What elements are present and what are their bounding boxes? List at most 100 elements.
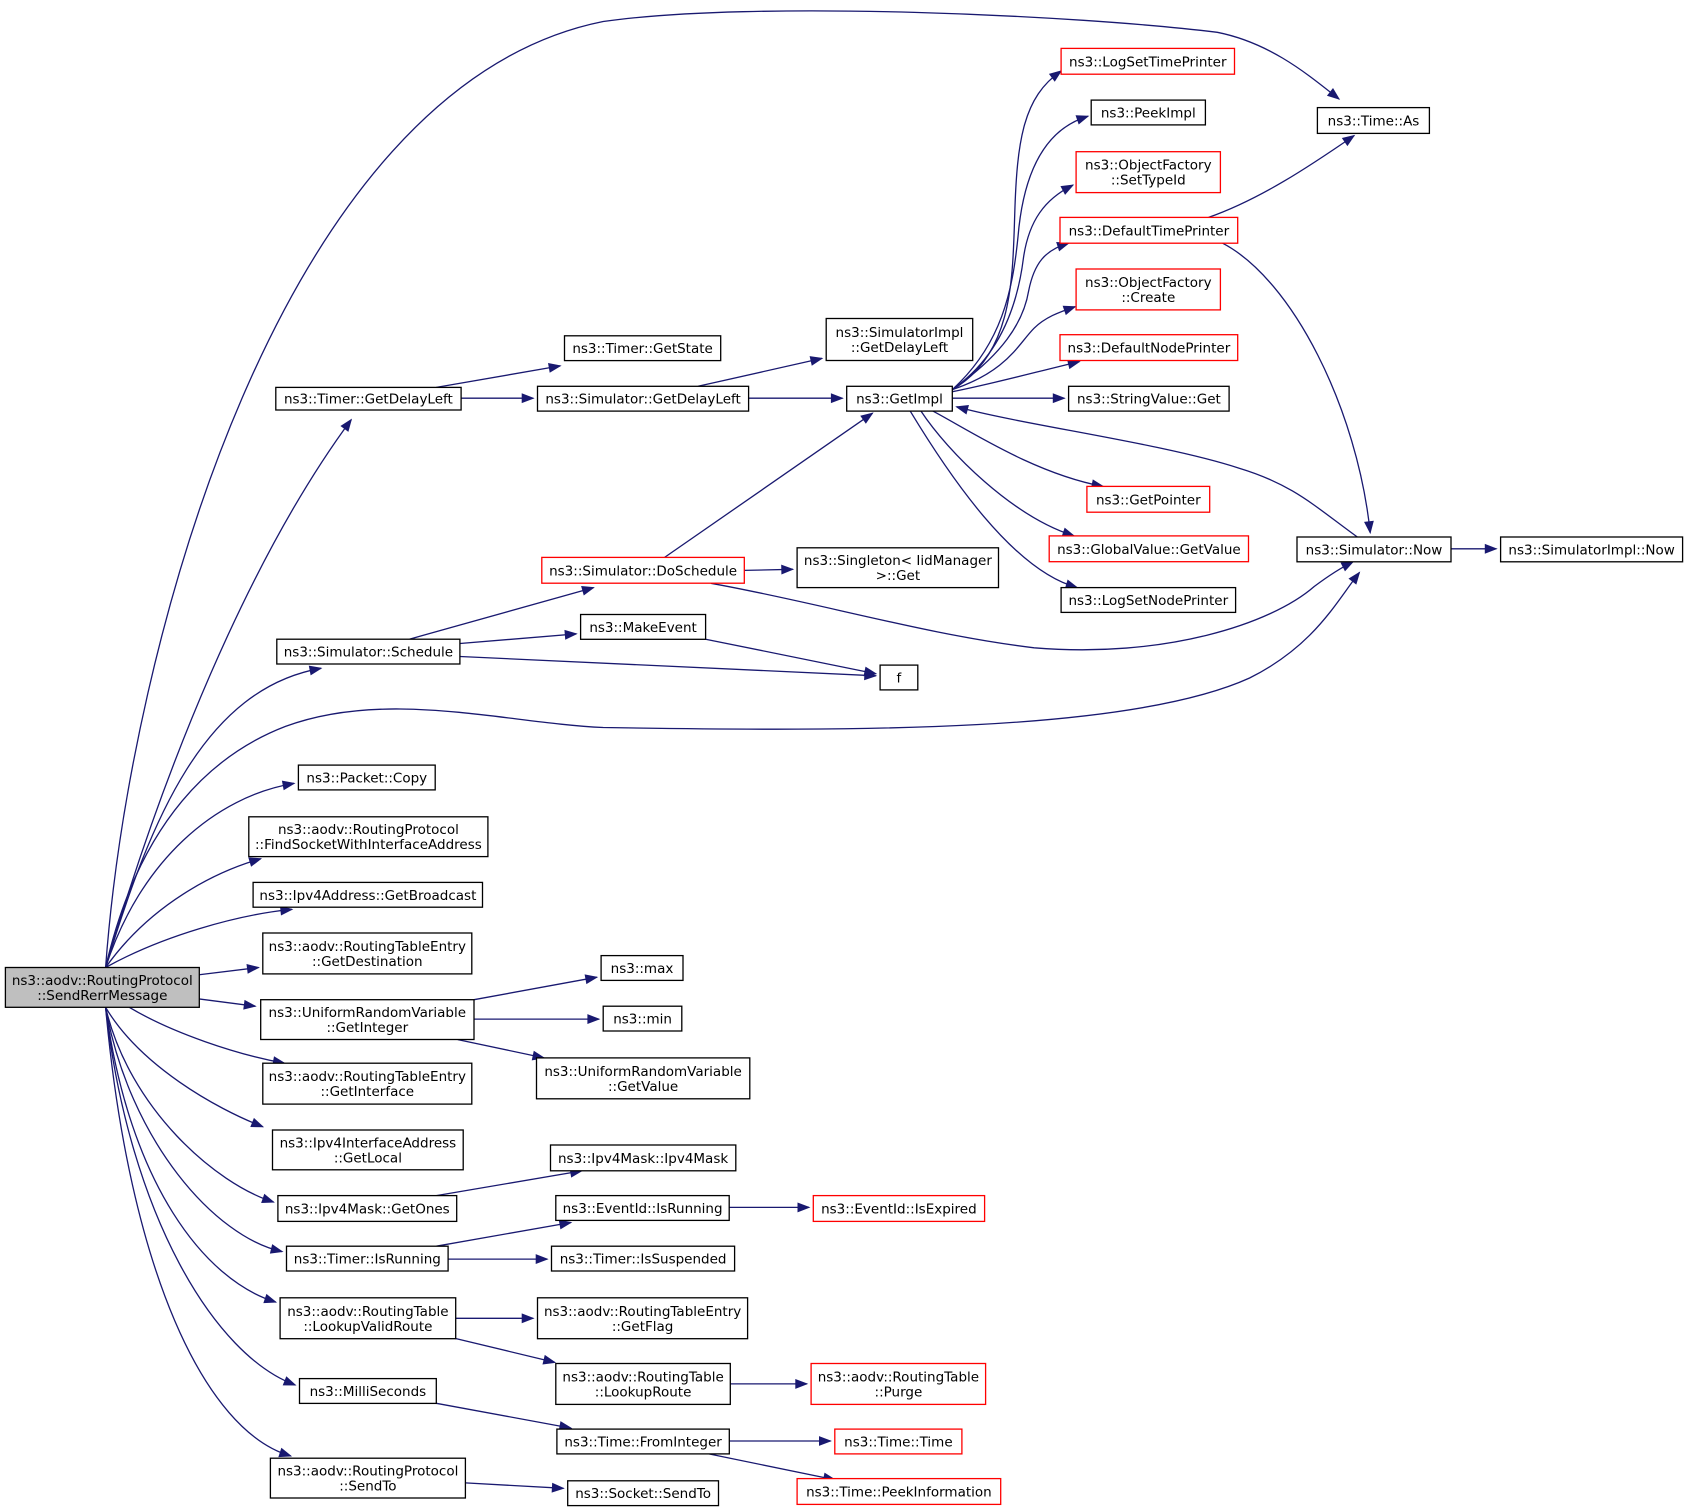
node-singleton_get[interactable]: ns3::Singleton< IidManager>::Get (796, 547, 1000, 589)
edge-timer_isrunning-to-timer_issuspended (448, 1254, 549, 1265)
node-of_create[interactable]: ns3::ObjectFactory::Create (1075, 268, 1222, 311)
node-findsocket[interactable]: ns3::aodv::RoutingProtocol::FindSocketWi… (248, 816, 489, 858)
node-sim_getdelayleft[interactable]: ns3::Simulator::GetDelayLeft (536, 385, 750, 412)
node-label-line: ns3::Simulator::Now (1306, 542, 1443, 558)
edge-arrowhead (1062, 305, 1077, 316)
node-defaulttimeprinter[interactable]: ns3::DefaultTimePrinter (1059, 216, 1239, 244)
node-label-line: >::Get (876, 568, 920, 584)
node-peekimpl[interactable]: ns3::PeekImpl (1090, 99, 1207, 126)
node-logsettimeprinter[interactable]: ns3::LogSetTimePrinter (1060, 47, 1236, 75)
node-of_settypeid[interactable]: ns3::ObjectFactory::SetTypeId (1075, 151, 1222, 194)
edge-lookuproute-to-purge (730, 1378, 809, 1389)
node-box (269, 1457, 467, 1499)
node-urv_getvalue[interactable]: ns3::UniformRandomVariable::GetValue (535, 1057, 751, 1100)
node-getimpl[interactable]: ns3::GetImpl (846, 385, 953, 412)
edge-sim_schedule-to-sim_doschedule (409, 585, 595, 640)
node-simimpl_getdelayleft[interactable]: ns3::SimulatorImpl::GetDelayLeft (825, 317, 974, 362)
node-box (298, 1377, 437, 1405)
node-packet_copy[interactable]: ns3::Packet::Copy (297, 764, 436, 791)
node-box (276, 638, 461, 665)
node-box (252, 881, 484, 908)
node-getdestination[interactable]: ns3::aodv::RoutingTableEntry::GetDestina… (262, 932, 473, 975)
edge-line (452, 1337, 555, 1364)
edge-line (1222, 242, 1371, 533)
node-root[interactable]: ns3::aodv::RoutingProtocol::SendRerrMess… (4, 966, 200, 1008)
edge-arrowhead (1348, 571, 1361, 585)
node-time_frominteger[interactable]: ns3::Time::FromInteger (556, 1428, 730, 1455)
edge-arrowhead (830, 393, 844, 404)
node-min[interactable]: ns3::min (602, 1005, 683, 1032)
node-sim_doschedule[interactable]: ns3::Simulator::DoSchedule (541, 556, 745, 584)
node-defaultnodeprinter[interactable]: ns3::DefaultNodePrinter (1059, 334, 1239, 362)
edge-root-to-getbroadcast (105, 905, 294, 969)
edge-line (457, 1038, 545, 1059)
node-makeevent[interactable]: ns3::MakeEvent (579, 613, 707, 640)
node-logsetnodeprinter[interactable]: ns3::LogSetNodePrinter (1060, 586, 1237, 614)
node-timer_getstate[interactable]: ns3::Timer::GetState (563, 335, 722, 362)
node-lookupvalidroute[interactable]: ns3::aodv::RoutingTable::LookupValidRout… (279, 1297, 457, 1340)
node-sim_now[interactable]: ns3::Simulator::Now (1296, 536, 1452, 563)
edge-getimpl-to-stringvalue_get (952, 393, 1066, 404)
node-box (1499, 536, 1684, 563)
node-label-line: ns3::aodv::RoutingTableEntry (269, 1069, 466, 1085)
node-urv_getinteger[interactable]: ns3::UniformRandomVariable::GetInteger (260, 999, 475, 1041)
node-socket_sendto[interactable]: ns3::Socket::SendTo (567, 1480, 720, 1507)
node-box (1060, 586, 1237, 614)
node-label-line: ::GetLocal (334, 1150, 402, 1166)
node-sendto[interactable]: ns3::aodv::RoutingProtocol::SendTo (269, 1457, 467, 1499)
node-lookuproute[interactable]: ns3::aodv::RoutingTable::LookupRoute (555, 1362, 731, 1406)
node-getones[interactable]: ns3::Ipv4Mask::GetOnes (277, 1194, 458, 1223)
node-label-line: ns3::LogSetTimePrinter (1069, 54, 1227, 70)
edge-arrowhead (1326, 88, 1341, 100)
node-simimpl_now[interactable]: ns3::SimulatorImpl::Now (1499, 536, 1684, 563)
edge-root-to-packet_copy (104, 780, 296, 968)
node-getinterface[interactable]: ns3::aodv::RoutingTableEntry::GetInterfa… (262, 1062, 473, 1105)
edge-timer_getdelayleft-to-sim_getdelayleft (461, 393, 535, 404)
node-box (556, 1428, 730, 1455)
node-eventid_isrunning[interactable]: ns3::EventId::IsRunning (555, 1194, 730, 1222)
node-stringvalue_get[interactable]: ns3::StringValue::Get (1067, 385, 1230, 412)
node-timer_isrunning[interactable]: ns3::Timer::IsRunning (285, 1245, 449, 1272)
node-label-line: ns3::GetImpl (856, 392, 943, 408)
node-timer_getdelayleft[interactable]: ns3::Timer::GetDelayLeft (275, 386, 462, 411)
edge-root-to-sim_now (104, 571, 1361, 968)
node-sim_schedule[interactable]: ns3::Simulator::Schedule (276, 638, 461, 665)
node-label-line: ::Create (1121, 290, 1175, 306)
edge-arrowhead (548, 363, 562, 373)
edge-time_frominteger-to-time_time (729, 1436, 832, 1446)
node-globalvalue_getvalue[interactable]: ns3::GlobalValue::GetValue (1048, 535, 1250, 563)
node-box (1075, 268, 1222, 311)
node-box (262, 932, 473, 975)
node-max[interactable]: ns3::max (600, 954, 684, 982)
node-box (579, 613, 707, 640)
edge-root-to-timer_isrunning (104, 1007, 284, 1254)
edge-root-to-findsocket (105, 857, 263, 968)
edge-arrowhead (308, 665, 323, 676)
node-eventid_isexpired[interactable]: ns3::EventId::IsExpired (812, 1194, 986, 1223)
node-timer_issuspended[interactable]: ns3::Timer::IsSuspended (550, 1245, 736, 1272)
node-label-line: ns3::Time::As (1328, 114, 1420, 130)
node-getbroadcast[interactable]: ns3::Ipv4Address::GetBroadcast (252, 881, 484, 908)
node-time_time[interactable]: ns3::Time::Time (834, 1428, 963, 1455)
node-label-line: ns3::aodv::RoutingProtocol (12, 973, 193, 989)
node-label-line: ns3::GlobalValue::GetValue (1057, 542, 1241, 558)
edge-timer_getdelayleft-to-timer_getstate (436, 363, 562, 389)
node-f[interactable]: f (879, 664, 919, 691)
node-box (567, 1480, 720, 1507)
edge-getimpl-to-peekimpl (951, 115, 1090, 391)
node-getflag[interactable]: ns3::aodv::RoutingTableEntry::GetFlag (536, 1297, 749, 1340)
node-time_as[interactable]: ns3::Time::As (1316, 106, 1431, 135)
edge-arrowhead (1067, 359, 1081, 370)
node-purge[interactable]: ns3::aodv::RoutingTable::Purge (810, 1362, 987, 1406)
node-getlocal[interactable]: ns3::Ipv4InterfaceAddress::GetLocal (271, 1129, 464, 1171)
node-box (4, 966, 200, 1008)
node-milliseconds[interactable]: ns3::MilliSeconds (298, 1377, 437, 1405)
node-getpointer[interactable]: ns3::GetPointer (1086, 485, 1211, 513)
node-ipv4mask[interactable]: ns3::Ipv4Mask::Ipv4Mask (549, 1144, 737, 1172)
edge-line (951, 115, 1089, 391)
node-label-line: ns3::SimulatorImpl (836, 325, 964, 341)
edge-line (473, 976, 597, 1001)
node-label-line: ::FindSocketWithInterfaceAddress (255, 837, 482, 853)
node-box (260, 999, 475, 1041)
node-time_peekinformation[interactable]: ns3::Time::PeekInformation (796, 1477, 1002, 1506)
